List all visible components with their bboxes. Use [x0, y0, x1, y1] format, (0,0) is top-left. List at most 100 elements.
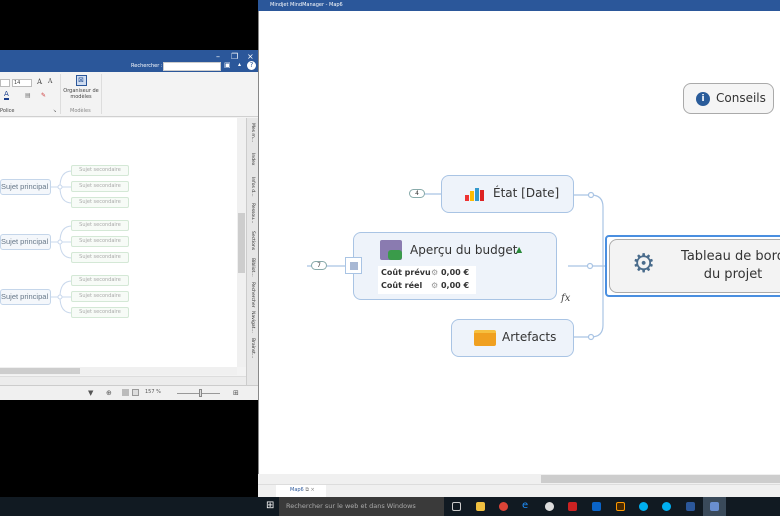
- main-topic-label: Sujet principal: [1, 182, 49, 191]
- etat-count-badge[interactable]: 4: [409, 189, 425, 198]
- scroll-thumb[interactable]: [0, 368, 80, 374]
- horizontal-scrollbar[interactable]: [258, 474, 780, 484]
- budget-node[interactable]: Aperçu du budget ▲ Coût prévu⚙ 0,00 € Co…: [353, 232, 557, 300]
- attachment-icon[interactable]: [345, 257, 362, 274]
- group-label-models: Modèles: [70, 108, 91, 114]
- taskbar: ⊞ Rechercher sur le web et dans Windows …: [0, 497, 780, 516]
- gear-icon: ⚙: [431, 281, 439, 290]
- formula-icon[interactable]: fx: [561, 293, 571, 304]
- dialog-launcher-icon[interactable]: ↘: [53, 108, 57, 113]
- collapse-triangle-icon[interactable]: ▲: [516, 245, 523, 254]
- artefacts-node[interactable]: Artefacts: [451, 319, 574, 357]
- zoom-slider[interactable]: [177, 393, 220, 394]
- word-window: – ❐ × Rechercher : ▣ ▴ ? 14 A A A ▤ ✎ Po…: [0, 50, 258, 400]
- zoom-slider-handle[interactable]: [199, 389, 202, 397]
- save-icon[interactable]: ▣: [224, 61, 231, 69]
- gears-icon: ⚙: [632, 249, 656, 279]
- clear-format-icon[interactable]: ✎: [41, 92, 47, 99]
- subtopic[interactable]: Sujet secondaire: [71, 197, 129, 208]
- word-title-bar: – ❐ × Rechercher : ▣ ▴ ?: [0, 50, 258, 72]
- taskbar-search[interactable]: Rechercher sur le web et dans Windows: [279, 497, 444, 516]
- restore-button[interactable]: ❐: [231, 52, 239, 61]
- task-view-icon[interactable]: [452, 502, 461, 511]
- view-outline-icon[interactable]: [132, 389, 139, 396]
- group-divider: [60, 74, 61, 114]
- main-topic-label: Sujet principal: [1, 237, 49, 246]
- font-dropdown[interactable]: [0, 79, 10, 87]
- side-tab[interactable]: Index: [250, 153, 255, 166]
- file-explorer-icon[interactable]: [476, 502, 485, 511]
- side-tab[interactable]: Navigat…: [250, 310, 255, 333]
- help-icon[interactable]: ?: [247, 61, 256, 70]
- close-button[interactable]: ×: [247, 52, 254, 61]
- subtopic[interactable]: Sujet secondaire: [71, 275, 129, 286]
- shading-icon[interactable]: ▤: [25, 92, 31, 99]
- outlook-icon[interactable]: [592, 502, 601, 511]
- active-app-highlight[interactable]: [703, 497, 726, 516]
- mindmanager-window: Mindjet MindManager - Map6 i Conseils ⚙ …: [258, 0, 780, 497]
- subtopic[interactable]: Sujet secondaire: [71, 291, 129, 302]
- tab-map6[interactable]: Map6 ⧉ ×: [276, 485, 326, 497]
- scroll-thumb[interactable]: [541, 475, 780, 483]
- conseils-node[interactable]: i Conseils: [683, 83, 774, 114]
- search-input[interactable]: [163, 62, 221, 71]
- grow-font-icon[interactable]: A: [37, 78, 43, 86]
- main-topic[interactable]: Sujet principal: [0, 289, 51, 305]
- artefacts-label: Artefacts: [502, 330, 557, 344]
- subtopic[interactable]: Sujet secondaire: [71, 307, 129, 318]
- chrome-icon[interactable]: [499, 502, 508, 511]
- main-topic[interactable]: Sujet principal: [0, 234, 51, 250]
- minimize-button[interactable]: –: [216, 52, 220, 61]
- ribbon: 14 A A A ▤ ✎ Police ↘ ⊠ Organiseur de mo…: [0, 72, 258, 117]
- mindmanager-icon[interactable]: [568, 502, 577, 511]
- subtopic[interactable]: Sujet secondaire: [71, 220, 129, 231]
- side-tab[interactable]: Sections: [250, 230, 255, 251]
- fit-page-icon[interactable]: ⊞: [233, 389, 239, 397]
- subtopic[interactable]: Sujet secondaire: [71, 236, 129, 247]
- app-icon[interactable]: [545, 502, 554, 511]
- layout-icon[interactable]: ⊕: [106, 389, 112, 397]
- subtopic[interactable]: Sujet secondaire: [71, 165, 129, 176]
- word-icon[interactable]: [686, 502, 695, 511]
- organizer-button[interactable]: ⊠ Organiseur de modèles: [62, 75, 100, 107]
- collapse-ribbon-icon[interactable]: ▴: [238, 61, 242, 68]
- view-normal-icon[interactable]: [122, 389, 129, 396]
- conseils-label: Conseils: [716, 91, 766, 105]
- vertical-scrollbar[interactable]: [237, 118, 246, 367]
- windows-start-icon[interactable]: ⊞: [266, 500, 275, 511]
- side-tab[interactable]: Infos d…: [250, 176, 255, 197]
- font-size-dropdown[interactable]: 14: [12, 79, 32, 87]
- word-icon: [710, 502, 719, 511]
- side-tab[interactable]: Bibliot…: [250, 258, 255, 277]
- illustrator-icon[interactable]: [616, 502, 625, 511]
- horizontal-scrollbar[interactable]: [0, 367, 237, 375]
- budget-icon: [380, 240, 402, 260]
- subtopic[interactable]: Sujet secondaire: [71, 252, 129, 263]
- skype-icon[interactable]: [639, 502, 648, 511]
- side-tab[interactable]: Ressou…: [250, 203, 255, 224]
- filter-icon[interactable]: ▼: [88, 389, 94, 397]
- budget-count-badge[interactable]: 7: [311, 261, 327, 270]
- shrink-font-icon[interactable]: A: [48, 78, 53, 85]
- secondary-bar: [0, 376, 246, 385]
- side-tab[interactable]: Brainst…: [250, 338, 255, 359]
- budget-label: Aperçu du budget: [410, 243, 518, 257]
- side-tab[interactable]: Rechercher: [250, 282, 255, 308]
- side-tab[interactable]: Mes m…: [250, 122, 255, 143]
- skype-icon[interactable]: [662, 502, 671, 511]
- document-canvas[interactable]: Sujet principal Sujet secondaire Sujet s…: [0, 118, 237, 367]
- scroll-thumb[interactable]: [238, 213, 245, 273]
- main-topic[interactable]: Sujet principal: [0, 179, 51, 195]
- folder-icon: [474, 330, 496, 346]
- document-tabs: Map6 ⧉ ×: [258, 484, 780, 497]
- map-connectors: [50, 170, 73, 314]
- subtopic[interactable]: Sujet secondaire: [71, 181, 129, 192]
- font-color-icon[interactable]: A: [4, 90, 9, 100]
- etat-node[interactable]: État [Date]: [441, 175, 574, 213]
- edge-icon[interactable]: e: [522, 500, 529, 511]
- window-title: Mindjet MindManager - Map6: [258, 0, 780, 11]
